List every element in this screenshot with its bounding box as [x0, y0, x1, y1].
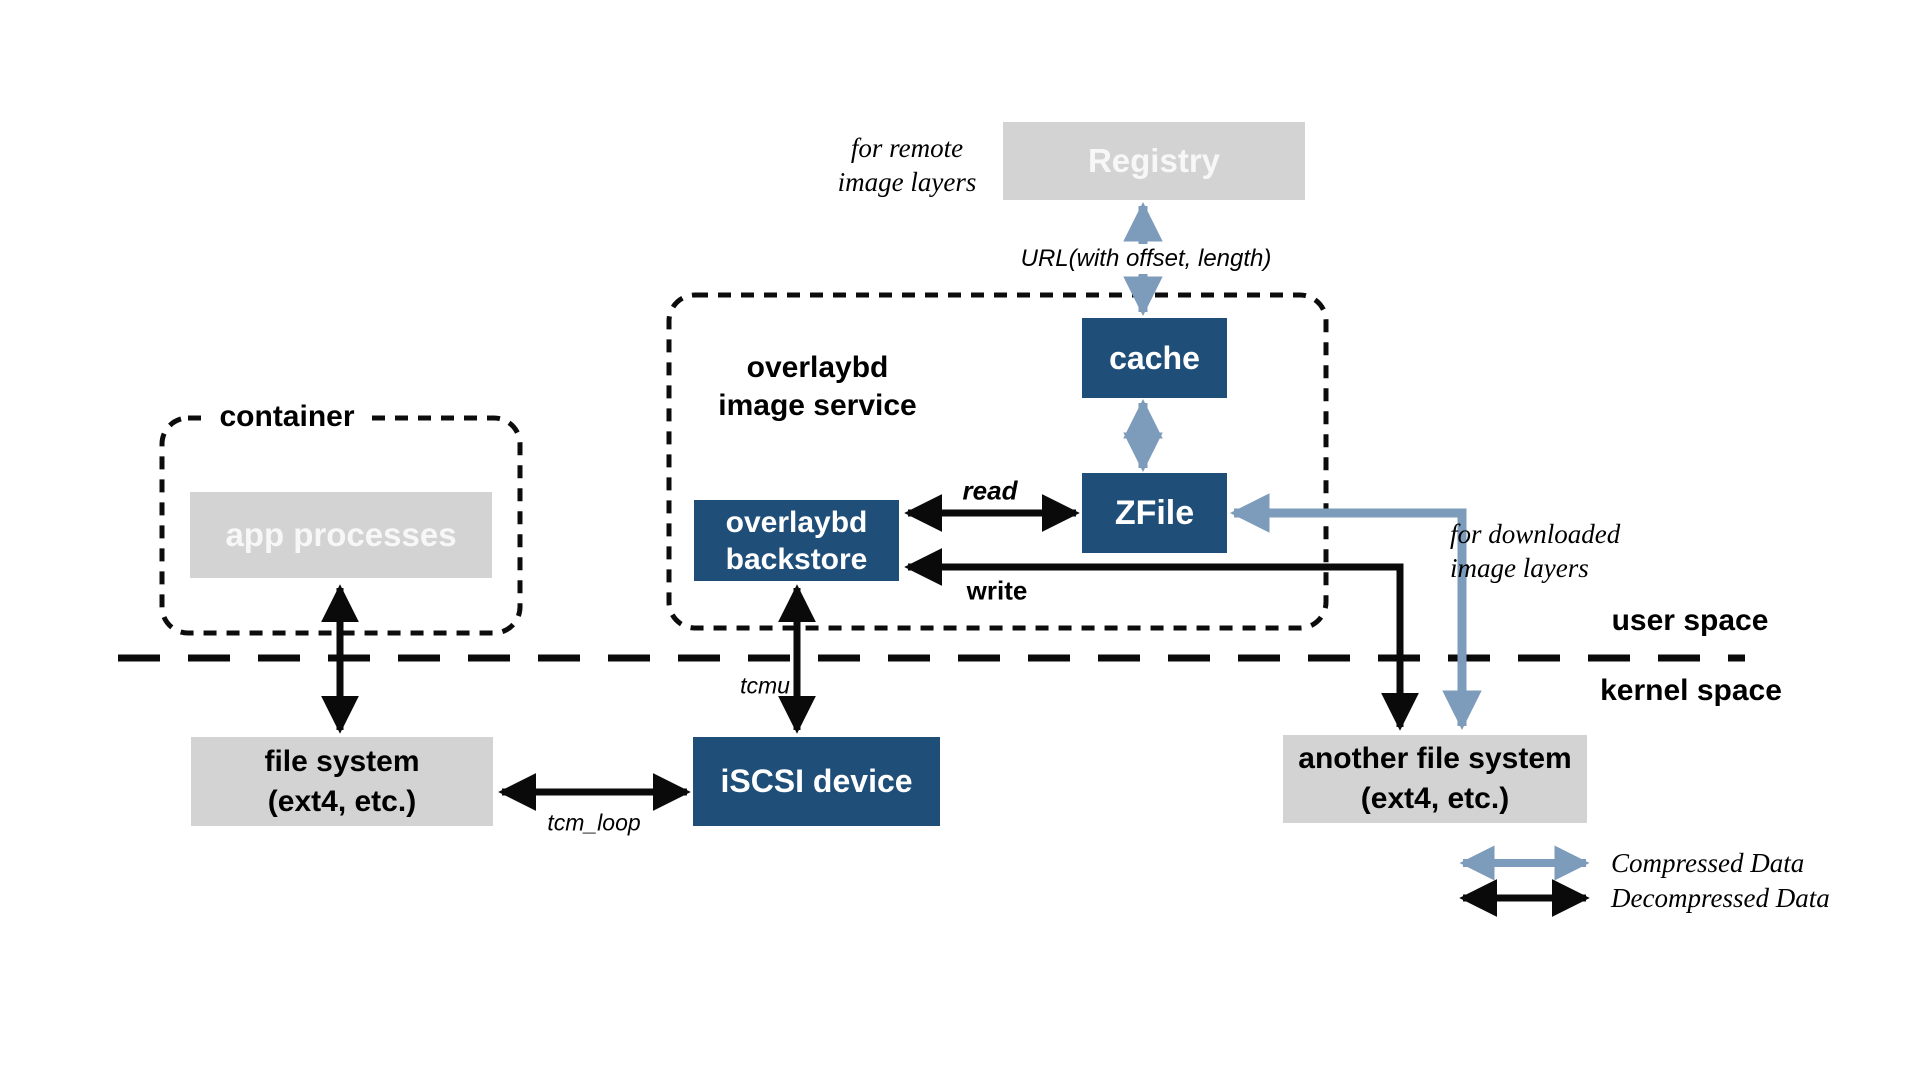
overlaybd-image-service-title: overlaybd image service: [680, 349, 955, 425]
cache-label: cache: [1109, 339, 1200, 376]
tcmu-label: tcmu: [740, 672, 790, 699]
app-processes-label: app processes: [225, 516, 457, 553]
container-group-title: container: [205, 400, 369, 434]
legend-compressed-label: Compressed Data: [1611, 848, 1805, 878]
overlaybd-backstore-box: overlaybd backstore: [694, 500, 899, 581]
write-arrow-label: write: [966, 575, 1028, 606]
for-downloaded-line1: for downloaded: [1450, 519, 1621, 549]
service-title-line1: overlaybd: [746, 351, 889, 384]
for-downloaded-line2: image layers: [1450, 553, 1589, 583]
another-file-system-box: another file system (ext4, etc.): [1283, 735, 1587, 823]
file-system-label-line1: file system: [264, 744, 420, 778]
for-remote-line1: for remote: [850, 133, 964, 163]
tcm-loop-label: tcm_loop: [547, 809, 641, 836]
registry-label: Registry: [1087, 142, 1221, 179]
app-processes-box: app processes: [190, 492, 492, 578]
zfile-box: ZFile: [1082, 473, 1227, 553]
backstore-label-line1: overlaybd: [725, 505, 868, 539]
for-remote-line2: image layers: [837, 167, 977, 197]
another-fs-label-line1: another file system: [1298, 742, 1572, 775]
iscsi-device-label: iSCSI device: [720, 763, 913, 799]
arrow-zfile-another-fs: [1230, 493, 1482, 730]
cache-box: cache: [1082, 318, 1227, 398]
kernel-space-label: kernel space: [1600, 674, 1782, 707]
file-system-label-line2: (ext4, etc.): [267, 784, 417, 818]
file-system-box: file system (ext4, etc.): [191, 737, 493, 826]
legend-decompressed-label: Decompressed Data: [1611, 883, 1830, 913]
another-fs-label-line2: (ext4, etc.): [1360, 782, 1510, 815]
read-arrow-label: read: [962, 475, 1018, 506]
backstore-label-line2: backstore: [725, 542, 868, 576]
service-title-line2: image service: [718, 389, 917, 422]
zfile-label: ZFile: [1114, 493, 1195, 532]
arrow-write-backstore-another-fs: [904, 548, 1419, 731]
url-offset-length-label: URL(with offset, length): [1014, 244, 1278, 274]
iscsi-device-box: iSCSI device: [693, 737, 940, 826]
user-space-label: user space: [1611, 604, 1769, 637]
registry-box: Registry: [1003, 122, 1305, 200]
for-remote-image-layers-note: for remote image layers: [807, 131, 1007, 199]
for-downloaded-image-layers-note: for downloaded image layers: [1450, 517, 1620, 585]
container-group-border: [159, 415, 523, 636]
